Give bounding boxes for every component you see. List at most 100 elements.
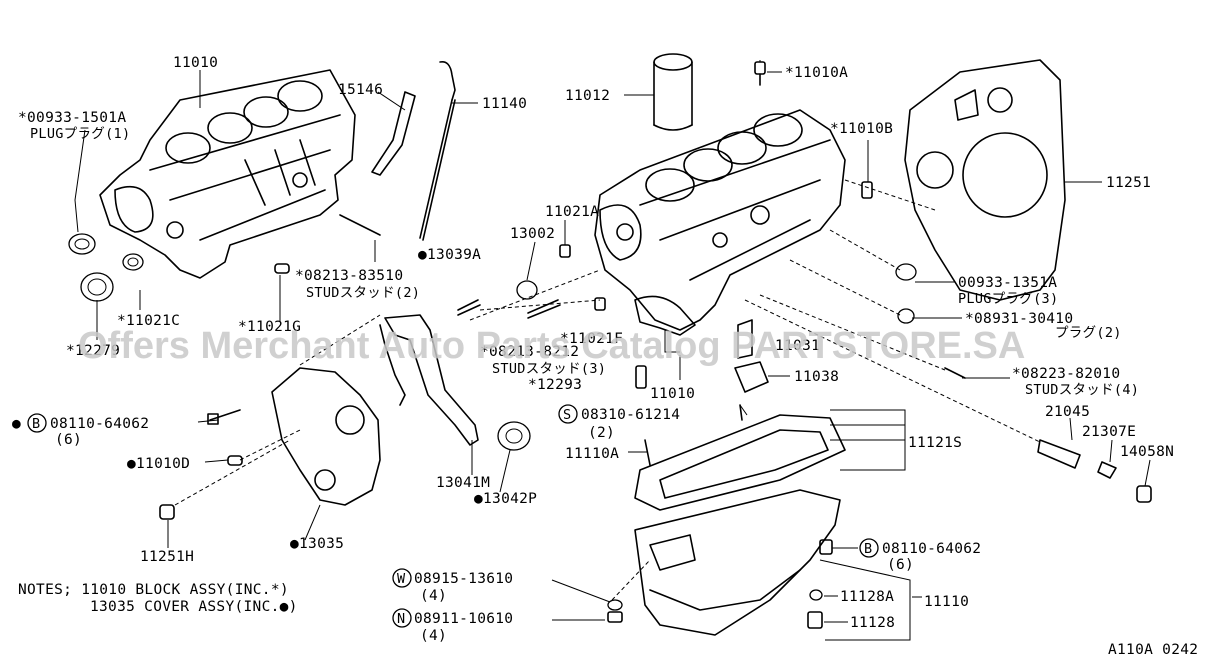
plug-11128[interactable] — [807, 611, 823, 629]
circle-w-13610 — [392, 568, 412, 588]
bolt-11010a[interactable] — [754, 61, 766, 86]
label-stud-82010-name: STUDスタッド(4) — [1025, 382, 1139, 398]
oil-pan-11110[interactable] — [634, 489, 841, 636]
circle-n-10610 — [392, 608, 412, 628]
label-11121s: 11121S — [908, 435, 962, 451]
label-11021a: 11021A — [545, 204, 599, 220]
nut-10610[interactable] — [607, 611, 623, 623]
label-circle-s-61214: S — [563, 407, 571, 423]
bracket-11038[interactable] — [734, 361, 769, 393]
label-circle-b-64062b: B — [864, 541, 872, 557]
bolt-12293[interactable] — [635, 365, 647, 389]
label-stud-83510-code: *08213-83510 — [295, 268, 403, 284]
circle-b-64062b — [859, 538, 879, 558]
label-stud-8212-name: STUDスタッド(3) — [492, 361, 606, 377]
label-15146: 15146 — [338, 82, 383, 98]
seal-13042p[interactable] — [497, 421, 531, 451]
label-14058n: 14058N — [1120, 444, 1174, 460]
gasket-13041m[interactable] — [379, 314, 479, 446]
bearing-cap-11010[interactable] — [634, 295, 696, 336]
dipstick-tube-15146[interactable] — [371, 91, 416, 176]
valve-11031[interactable] — [737, 319, 753, 359]
label-11010-mid: 11010 — [650, 386, 695, 402]
label-stud-83510-name: STUDスタッド(2) — [306, 285, 420, 301]
label-11128a: 11128A — [840, 589, 894, 605]
washer-11128a[interactable] — [809, 589, 823, 601]
front-cover-13035[interactable] — [271, 367, 381, 506]
pin-11021g[interactable] — [274, 263, 290, 274]
label-11251: 11251 — [1106, 175, 1151, 191]
label-circle-b-64062a: B — [32, 416, 40, 432]
stud-83510[interactable] — [339, 214, 381, 236]
label-11010-top: 11010 — [173, 55, 218, 71]
stud-8212[interactable] — [527, 299, 561, 319]
label-64062b-code: 08110-64062 — [882, 541, 981, 557]
label-61214-qty: (2) — [588, 425, 615, 441]
label-64062b-qty: (6) — [887, 557, 914, 573]
dipstick-11140[interactable] — [419, 60, 456, 241]
notes-line-1: NOTES; 11010 BLOCK ASSY(INC.*) — [18, 582, 289, 598]
plug-1351a[interactable] — [895, 263, 917, 281]
label-11110: 11110 — [924, 594, 969, 610]
plug-11021a[interactable] — [559, 244, 571, 258]
dashed-alignment-lines — [174, 60, 1041, 601]
seal-13002[interactable] — [516, 280, 538, 300]
label-11140: 11140 — [482, 96, 527, 112]
label-11010d: ●11010D — [127, 456, 190, 472]
label-stud-82010-code: *08223-82010 — [1012, 366, 1120, 382]
label-bullet-64062a: ● — [12, 416, 21, 432]
cylinder-block-center[interactable] — [594, 109, 846, 331]
stud-82010[interactable] — [944, 367, 966, 379]
label-11012: 11012 — [565, 88, 610, 104]
bolt-64062a[interactable] — [207, 409, 241, 425]
plug-1501a[interactable] — [68, 233, 96, 255]
pin-11251h[interactable] — [159, 504, 175, 520]
label-11128: 11128 — [850, 615, 895, 631]
label-21307e: 21307E — [1082, 424, 1136, 440]
screw-61214[interactable] — [739, 404, 743, 421]
rear-plate-11251[interactable] — [904, 59, 1066, 301]
label-10610-qty: (4) — [420, 628, 447, 644]
label-circle-n-10610: N — [397, 611, 405, 627]
plug-11021f[interactable] — [594, 297, 606, 311]
label-12279: *12279 — [66, 343, 120, 359]
label-13610-code: 08915-13610 — [414, 571, 513, 587]
label-11038: 11038 — [794, 369, 839, 385]
plug-11021c[interactable] — [122, 253, 144, 271]
cylinder-liner-11012[interactable] — [653, 53, 693, 131]
notes-line-2: 13035 COVER ASSY(INC.●) — [90, 599, 298, 615]
plug-30410[interactable] — [897, 308, 915, 324]
label-64062a-qty: (6) — [55, 432, 82, 448]
gasket-11121s[interactable] — [634, 414, 846, 511]
bolt-64062b[interactable] — [819, 539, 833, 555]
label-plug-1501a-name: PLUGプラグ(1) — [30, 126, 130, 142]
label-13041m: 13041M — [436, 475, 490, 491]
label-10610-code: 08911-10610 — [414, 611, 513, 627]
label-30410-code: *08931-30410 — [965, 311, 1073, 327]
pipe-21045[interactable] — [1037, 439, 1081, 469]
label-12293: *12293 — [528, 377, 582, 393]
cylinder-block-left[interactable] — [99, 69, 356, 279]
label-13002: 13002 — [510, 226, 555, 242]
label-30410-name: プラグ(2) — [1055, 325, 1122, 341]
dowel-11010d[interactable] — [227, 455, 243, 466]
label-plug-1501a-code: *00933-1501A — [18, 110, 126, 126]
diagram-code: A110A 0242 — [1108, 642, 1198, 658]
label-64062a-code: 08110-64062 — [50, 416, 149, 432]
label-circle-w-13610: W — [397, 571, 406, 587]
label-stud-8212-code: *08213-8212 — [480, 344, 579, 360]
dowel-11010b[interactable] — [861, 181, 873, 199]
label-plug-1351a-code: 00933-1351A — [958, 275, 1057, 291]
part-14058n[interactable] — [1136, 485, 1152, 503]
washer-13610[interactable] — [607, 599, 623, 611]
clamp-21307e[interactable] — [1097, 461, 1117, 479]
label-11021g: *11021G — [238, 319, 301, 335]
label-21045: 21045 — [1045, 404, 1090, 420]
seal-12279[interactable] — [80, 272, 114, 302]
stud-13039a[interactable] — [457, 299, 481, 316]
label-11010b: *11010B — [830, 121, 893, 137]
circle-b-64062a — [27, 413, 47, 433]
circle-s-61214 — [558, 404, 578, 424]
